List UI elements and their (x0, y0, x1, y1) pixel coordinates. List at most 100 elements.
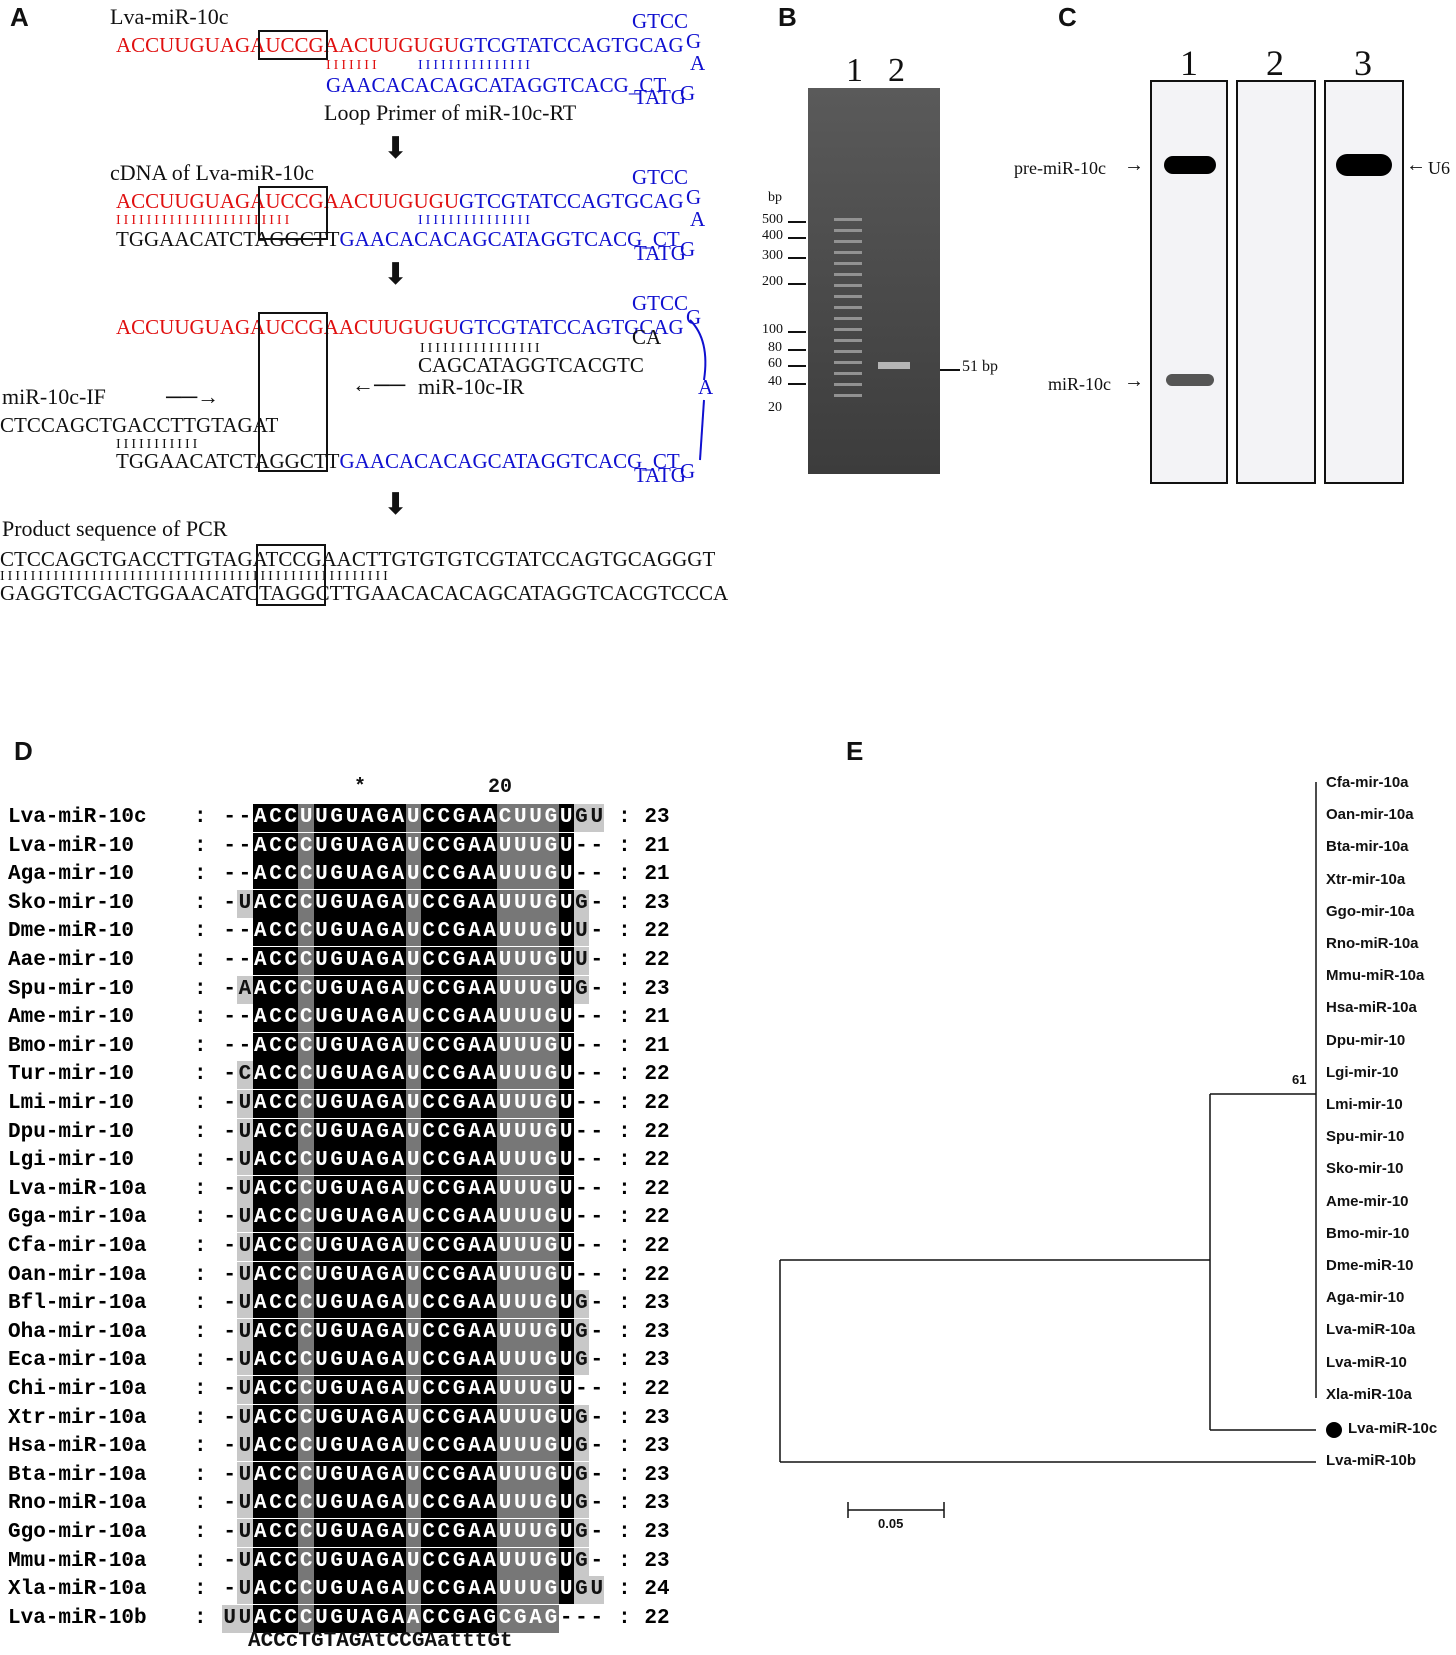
tree-leaf: Dme-miR-10 (1326, 1257, 1414, 1274)
tree-leaf: Sko-mir-10 (1326, 1160, 1404, 1178)
gel-b-image (808, 88, 940, 474)
alignment-row-name: Lva-miR-10c (8, 806, 147, 829)
ir-label: miR-10c-IR (418, 374, 525, 399)
alignment-row-length: 21 (644, 863, 670, 887)
alignment-row-name: Xla-miR-10a (8, 1578, 147, 1602)
alignment-row-name: Aga-mir-10 (8, 863, 135, 887)
gel-b-lane2: 2 (888, 52, 905, 89)
step3-arc-a: A (698, 375, 714, 399)
alignment-row-name: Bmo-mir-10 (8, 1034, 135, 1058)
alignment-row-name: Sko-mir-10 (8, 891, 135, 915)
target-marker (1326, 1422, 1342, 1438)
mir-label: miR-10c (1048, 374, 1111, 394)
step1-caption: Loop Primer of miR-10c-RT (324, 100, 577, 125)
alignment-row-length: 21 (644, 1034, 670, 1058)
alignment-row-name: Lgi-mir-10 (8, 1149, 135, 1173)
target-leaf: Lva-miR-10c (1348, 1420, 1438, 1437)
alignment-row-name: Tur-mir-10 (8, 1063, 135, 1087)
alignment-row-length: 22 (644, 949, 670, 972)
alignment-row-name: Cfa-mir-10a (8, 1235, 147, 1258)
gel-c-lane2: 2 (1266, 43, 1284, 83)
alignment-row-length: 23 (644, 1521, 670, 1544)
alignment-row-length: 22 (644, 1606, 670, 1630)
alignment-row-name: Gga-mir-10a (8, 1206, 147, 1230)
gel-b-band-label: 51 bp (962, 358, 998, 375)
step3-top-seq: ACCUUGUAGAUCCGAACUUGUGUGTCGTATCCAGTGCAG (116, 315, 684, 339)
alignment-row-name: Chi-mir-10a (8, 1378, 147, 1401)
pcr-bottom: GAGGTCGACTGGAACATCTAGGCTTGAACACACAGCATAG… (0, 581, 729, 605)
mirna-prefix: ACCUUGUAGAU (116, 33, 281, 57)
alignment-row-name: Rno-miR-10a (8, 1492, 147, 1516)
step3-cdna: TGGAACATCTAGGCTTGAACACACAGCATAGGTCACG_CT (116, 449, 680, 473)
alignment-row-name: Ggo-mir-10a (8, 1521, 147, 1544)
mirna-suffix: CUUGUGU (354, 33, 460, 57)
step2-arc-bottom: TATG (634, 241, 686, 265)
alignment-row-length: 22 (644, 1235, 670, 1258)
alignment-star: * (354, 776, 367, 799)
alignment-row-name: Lva-miR-10 (8, 834, 135, 858)
alignment-row-length: 23 (644, 1320, 670, 1344)
tree-leaf: Oan-mir-10a (1326, 806, 1414, 824)
step1-mirna-seq: ACCUUGUAGAUCCGAACUUGUGUGTCGTATCCAGTGCAG (116, 34, 684, 56)
alignment-row-length: 23 (644, 1349, 670, 1373)
alignment-row-name: Oan-mir-10a (8, 1263, 147, 1287)
step2-pair-lines: IIIIIIIIIIIIIIIIIIIIIII (116, 213, 293, 228)
alignment-consensus: ACCcTGTAGAtCCGAatttGt (248, 1630, 513, 1653)
step1-arc-bottom: TATG (634, 85, 686, 109)
gel-c-lane1: 1 (1180, 43, 1198, 83)
gel-c-lane3: 3 (1354, 43, 1372, 83)
gel-b-lane1: 1 (846, 52, 863, 89)
u6-arrow: ← (1406, 154, 1426, 176)
alignment-row-length: 22 (644, 1063, 670, 1087)
step3-cca: CA (632, 325, 662, 349)
loop-top: GTCGTATCCAGTGCAG (459, 33, 684, 57)
step1-pair-lines-b: IIIIIIIIIIIIIII (418, 58, 533, 73)
alignment-row-length: 23 (644, 806, 670, 829)
if-label: miR-10c-IF (2, 384, 106, 409)
arrow-down-2: ⬇ (383, 258, 409, 291)
blot-lane-1 (1150, 80, 1228, 484)
tree-leaf: Rno-miR-10a (1326, 935, 1419, 952)
alignment-row-name: Dme-miR-10 (8, 920, 135, 944)
step3-if-pair-lines: IIIIIIIIIII (116, 437, 201, 452)
alignment-row-name: Hsa-miR-10a (8, 1435, 147, 1459)
step3-arc-top: GTCC (632, 291, 689, 315)
step3-loop-line (689, 319, 707, 461)
scale-label: 0.05 (878, 1516, 904, 1531)
step2-cdna: TGGAACATCTAGGCTTGAACACACAGCATAGGTCACG_CT (116, 227, 680, 251)
alignment-row-length: 21 (644, 1006, 670, 1030)
step1-arc-top: GTCC (632, 9, 689, 33)
alignment-row-length: 22 (644, 1206, 670, 1230)
pre-mir-label: pre-miR-10c (1014, 158, 1106, 178)
blot-lane-3 (1324, 80, 1404, 484)
step2-pair-lines-b: IIIIIIIIIIIIIII (418, 213, 533, 228)
alignment-row-name: Eca-mir-10a (8, 1349, 147, 1373)
step2-top-seq: ACCUUGUAGAUCCGAACUUGUGUGTCGTATCCAGTGCAG (116, 189, 684, 213)
panel-d-label: D (14, 736, 33, 766)
